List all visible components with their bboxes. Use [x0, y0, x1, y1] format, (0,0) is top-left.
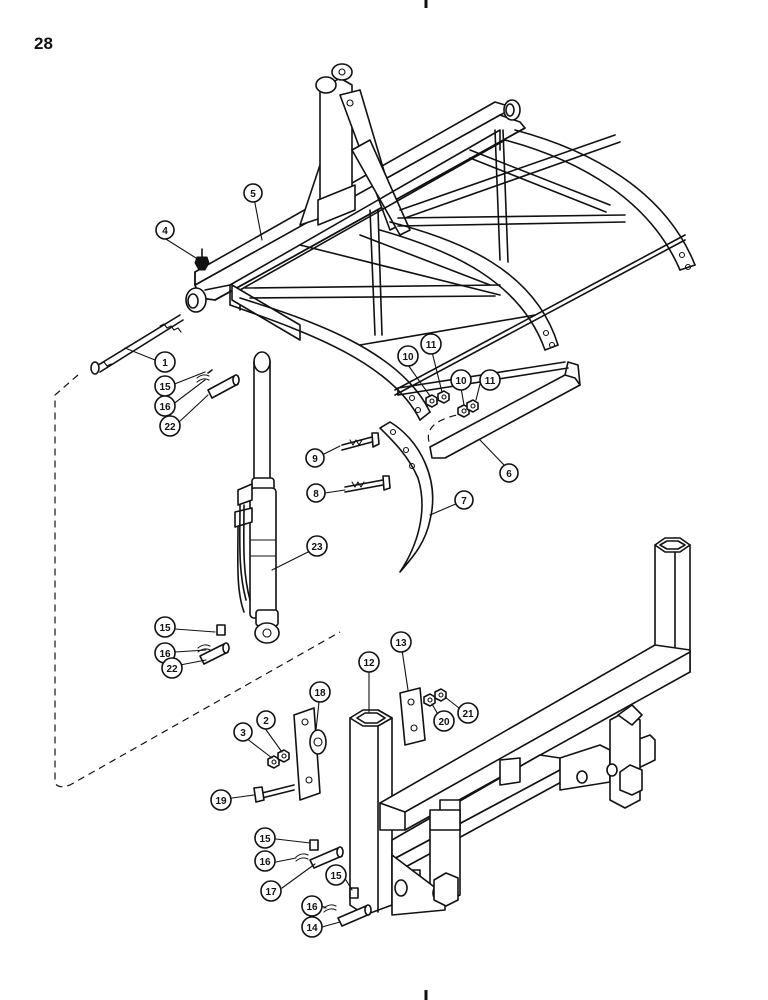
svg-text:8: 8 [313, 489, 319, 500]
callout-11b: 11 [479, 369, 501, 391]
lower-pin-set [197, 624, 230, 665]
drawbar-guide [427, 412, 469, 446]
callout-leaders [124, 197, 506, 928]
callout-23: 23 [306, 535, 328, 557]
shank-curved [379, 421, 434, 573]
page-number: 28 [34, 34, 53, 53]
callout-22b: 22 [161, 657, 183, 679]
svg-text:22: 22 [164, 422, 176, 433]
svg-text:6: 6 [506, 469, 512, 480]
callout-10b: 10 [450, 369, 472, 391]
lower-frame [349, 537, 691, 916]
callout-20: 20 [433, 710, 455, 732]
bolts-8-9 [341, 432, 391, 493]
callout-10a: 10 [397, 345, 419, 367]
callout-1: 1 [154, 351, 176, 373]
hydraulic-cylinder [234, 351, 280, 644]
svg-text:2: 2 [263, 716, 269, 727]
nuts-small [425, 390, 479, 418]
svg-text:17: 17 [265, 887, 277, 898]
svg-text:15: 15 [330, 871, 342, 882]
svg-text:20: 20 [438, 717, 450, 728]
callout-12: 12 [358, 651, 380, 673]
svg-text:14: 14 [306, 923, 318, 934]
svg-text:15: 15 [259, 834, 271, 845]
callout-7: 7 [454, 490, 474, 510]
callout-13: 13 [390, 631, 412, 653]
svg-text:16: 16 [259, 857, 271, 868]
lower-pins-14-17 [295, 839, 372, 927]
nuts-2-3-bolt-19 [253, 749, 295, 803]
svg-text:4: 4 [162, 226, 168, 237]
svg-text:15: 15 [159, 382, 171, 393]
callout-9: 9 [305, 448, 325, 468]
callout-22a: 22 [159, 415, 181, 437]
bracket-18 [293, 707, 327, 801]
svg-text:10: 10 [455, 376, 467, 387]
callout-2: 2 [256, 710, 276, 730]
callout-19: 19 [210, 789, 232, 811]
main-frame [185, 63, 696, 421]
callout-18: 18 [309, 681, 331, 703]
svg-text:16: 16 [159, 649, 171, 660]
svg-text:16: 16 [306, 902, 318, 913]
callout-4: 4 [155, 220, 175, 240]
svg-text:11: 11 [426, 340, 437, 351]
callout-15a: 15 [154, 375, 176, 397]
callout-16d: 16 [301, 895, 323, 917]
callout-6: 6 [499, 463, 519, 483]
pin-bolt [90, 314, 184, 375]
grease-fitting [194, 248, 210, 271]
callout-11a: 11 [420, 333, 442, 355]
svg-text:13: 13 [395, 638, 407, 649]
upper-pin-set [196, 369, 240, 399]
svg-text:7: 7 [461, 496, 467, 507]
svg-text:23: 23 [311, 542, 323, 553]
svg-text:9: 9 [312, 454, 318, 465]
callout-3: 3 [233, 722, 253, 742]
svg-text:3: 3 [240, 728, 246, 739]
callout-15b: 15 [154, 616, 176, 638]
callout-15c: 15 [254, 827, 276, 849]
callout-14: 14 [301, 916, 323, 938]
svg-text:18: 18 [314, 688, 326, 699]
callout-5: 5 [243, 183, 263, 203]
plate-13 [399, 687, 426, 746]
callout-16c: 16 [254, 850, 276, 872]
svg-text:16: 16 [159, 402, 171, 413]
svg-text:1: 1 [162, 358, 168, 369]
svg-text:11: 11 [485, 376, 496, 387]
callout-16a: 16 [154, 395, 176, 417]
callout-21: 21 [457, 702, 479, 724]
dashed-connection [54, 374, 341, 788]
svg-text:10: 10 [402, 352, 414, 363]
svg-text:15: 15 [159, 623, 171, 634]
svg-text:19: 19 [215, 796, 227, 807]
nuts-20-21 [423, 688, 447, 707]
svg-text:22: 22 [166, 664, 178, 675]
callout-17: 17 [260, 880, 282, 902]
callout-8: 8 [306, 483, 326, 503]
svg-text:21: 21 [462, 709, 474, 720]
callout-15d: 15 [325, 864, 347, 886]
svg-text:12: 12 [363, 658, 375, 669]
svg-text:5: 5 [250, 189, 256, 200]
